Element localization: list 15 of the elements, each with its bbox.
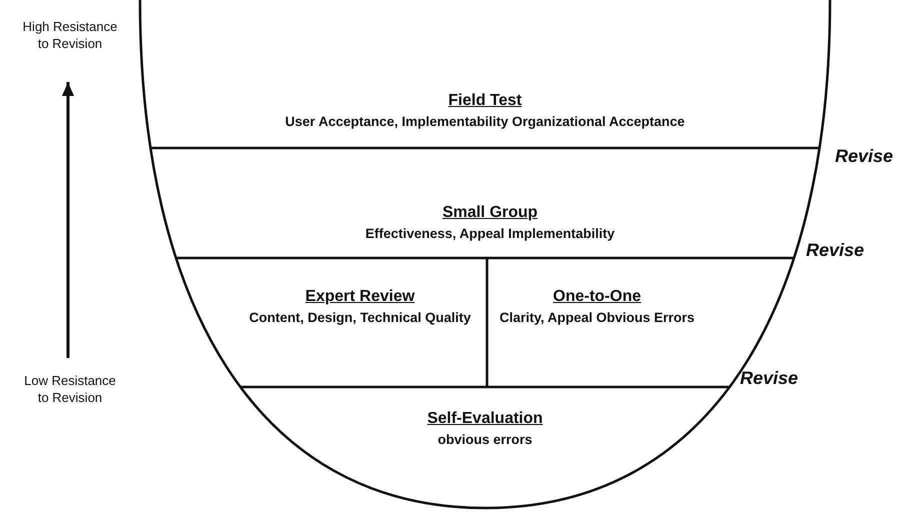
resistance-label: High Resistance to Revision bbox=[22, 18, 118, 52]
stage-criteria: obvious errors bbox=[436, 431, 534, 449]
revise-label: Revise bbox=[740, 368, 798, 389]
stage-criteria: Effectiveness, Appeal Implementability bbox=[364, 225, 616, 243]
stage-heading: Field Test bbox=[448, 92, 522, 110]
stage-heading: One-to-One bbox=[553, 288, 641, 306]
stage-criteria: Clarity, Appeal Obvious Errors bbox=[498, 309, 696, 327]
revise-label: Revise bbox=[835, 146, 894, 167]
stage-heading: Expert Review bbox=[305, 288, 415, 306]
revise-label: Revise bbox=[806, 240, 864, 261]
stage-criteria: Content, Design, Technical Quality bbox=[248, 309, 472, 327]
stage-heading: Small Group bbox=[442, 204, 538, 222]
resistance-label: Low Resistance to Revision bbox=[23, 372, 117, 406]
stage-heading: Self-Evaluation bbox=[427, 410, 543, 428]
stage-criteria: User Acceptance, Implementability Organizational Acceptance bbox=[284, 113, 686, 131]
